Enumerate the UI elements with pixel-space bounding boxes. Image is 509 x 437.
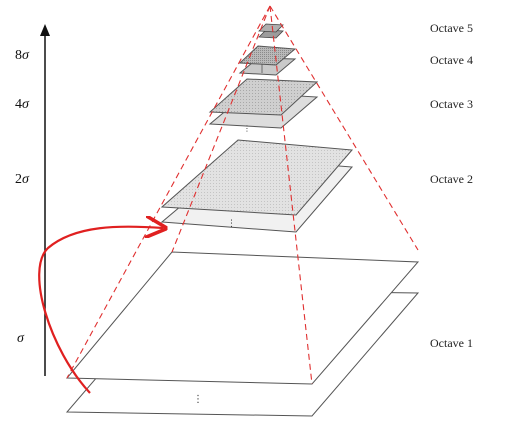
octave-3-planes: ⋮ xyxy=(208,78,319,133)
octave-1-planes: ⋮ xyxy=(65,251,420,417)
scale-tick-sigma: σ xyxy=(17,331,24,347)
scale-tick-sigma-symbol: σ xyxy=(17,331,24,346)
scale-tick-2sigma: 2σ xyxy=(15,172,29,188)
octave-2-ellipsis: ⋮ xyxy=(227,219,236,229)
octave-4-planes xyxy=(238,45,297,76)
octave-5-plane-lower xyxy=(258,29,284,39)
scale-tick-8sigma-symbol: σ xyxy=(22,48,29,63)
octave-5-plane-upper xyxy=(258,23,284,33)
dashed-edge-left xyxy=(66,5,271,379)
octave-1-label: Octave 1 xyxy=(430,336,473,350)
scale-tick-8sigma: 8σ xyxy=(15,48,29,64)
octave-2-label: Octave 2 xyxy=(430,172,473,186)
scale-tick-2sigma-symbol: σ xyxy=(22,172,29,187)
octave-3-ellipsis: ⋮ xyxy=(243,124,251,133)
dashed-edge-back xyxy=(171,5,271,253)
pyramid-dashed-edges xyxy=(66,5,419,385)
octave-1-plane-top xyxy=(65,251,420,385)
downsample-arrow xyxy=(38,227,163,394)
octave-3-plane-upper xyxy=(208,78,319,116)
octave-5-planes xyxy=(258,23,284,39)
scale-tick-4sigma-symbol: σ xyxy=(22,97,29,112)
octave-4-plane-upper xyxy=(238,45,297,66)
octave-2-planes: ⋮ xyxy=(160,139,354,233)
octave-4-label: Octave 4 xyxy=(430,53,473,67)
octave-1-ellipsis: ⋮ xyxy=(193,394,203,405)
octave-2-plane-upper xyxy=(160,139,354,216)
scale-tick-4sigma: 4σ xyxy=(15,97,29,113)
dashed-edge-center xyxy=(269,5,313,385)
scale-axis-arrowhead xyxy=(40,24,50,36)
scale-tick-8sigma-prefix: 8 xyxy=(15,48,22,63)
scale-tick-2sigma-prefix: 2 xyxy=(15,172,22,187)
octave-3-label: Octave 3 xyxy=(430,97,473,111)
scale-tick-4sigma-prefix: 4 xyxy=(15,97,22,112)
dashed-edge-right xyxy=(269,5,419,251)
octave-5-label: Octave 5 xyxy=(430,21,473,35)
